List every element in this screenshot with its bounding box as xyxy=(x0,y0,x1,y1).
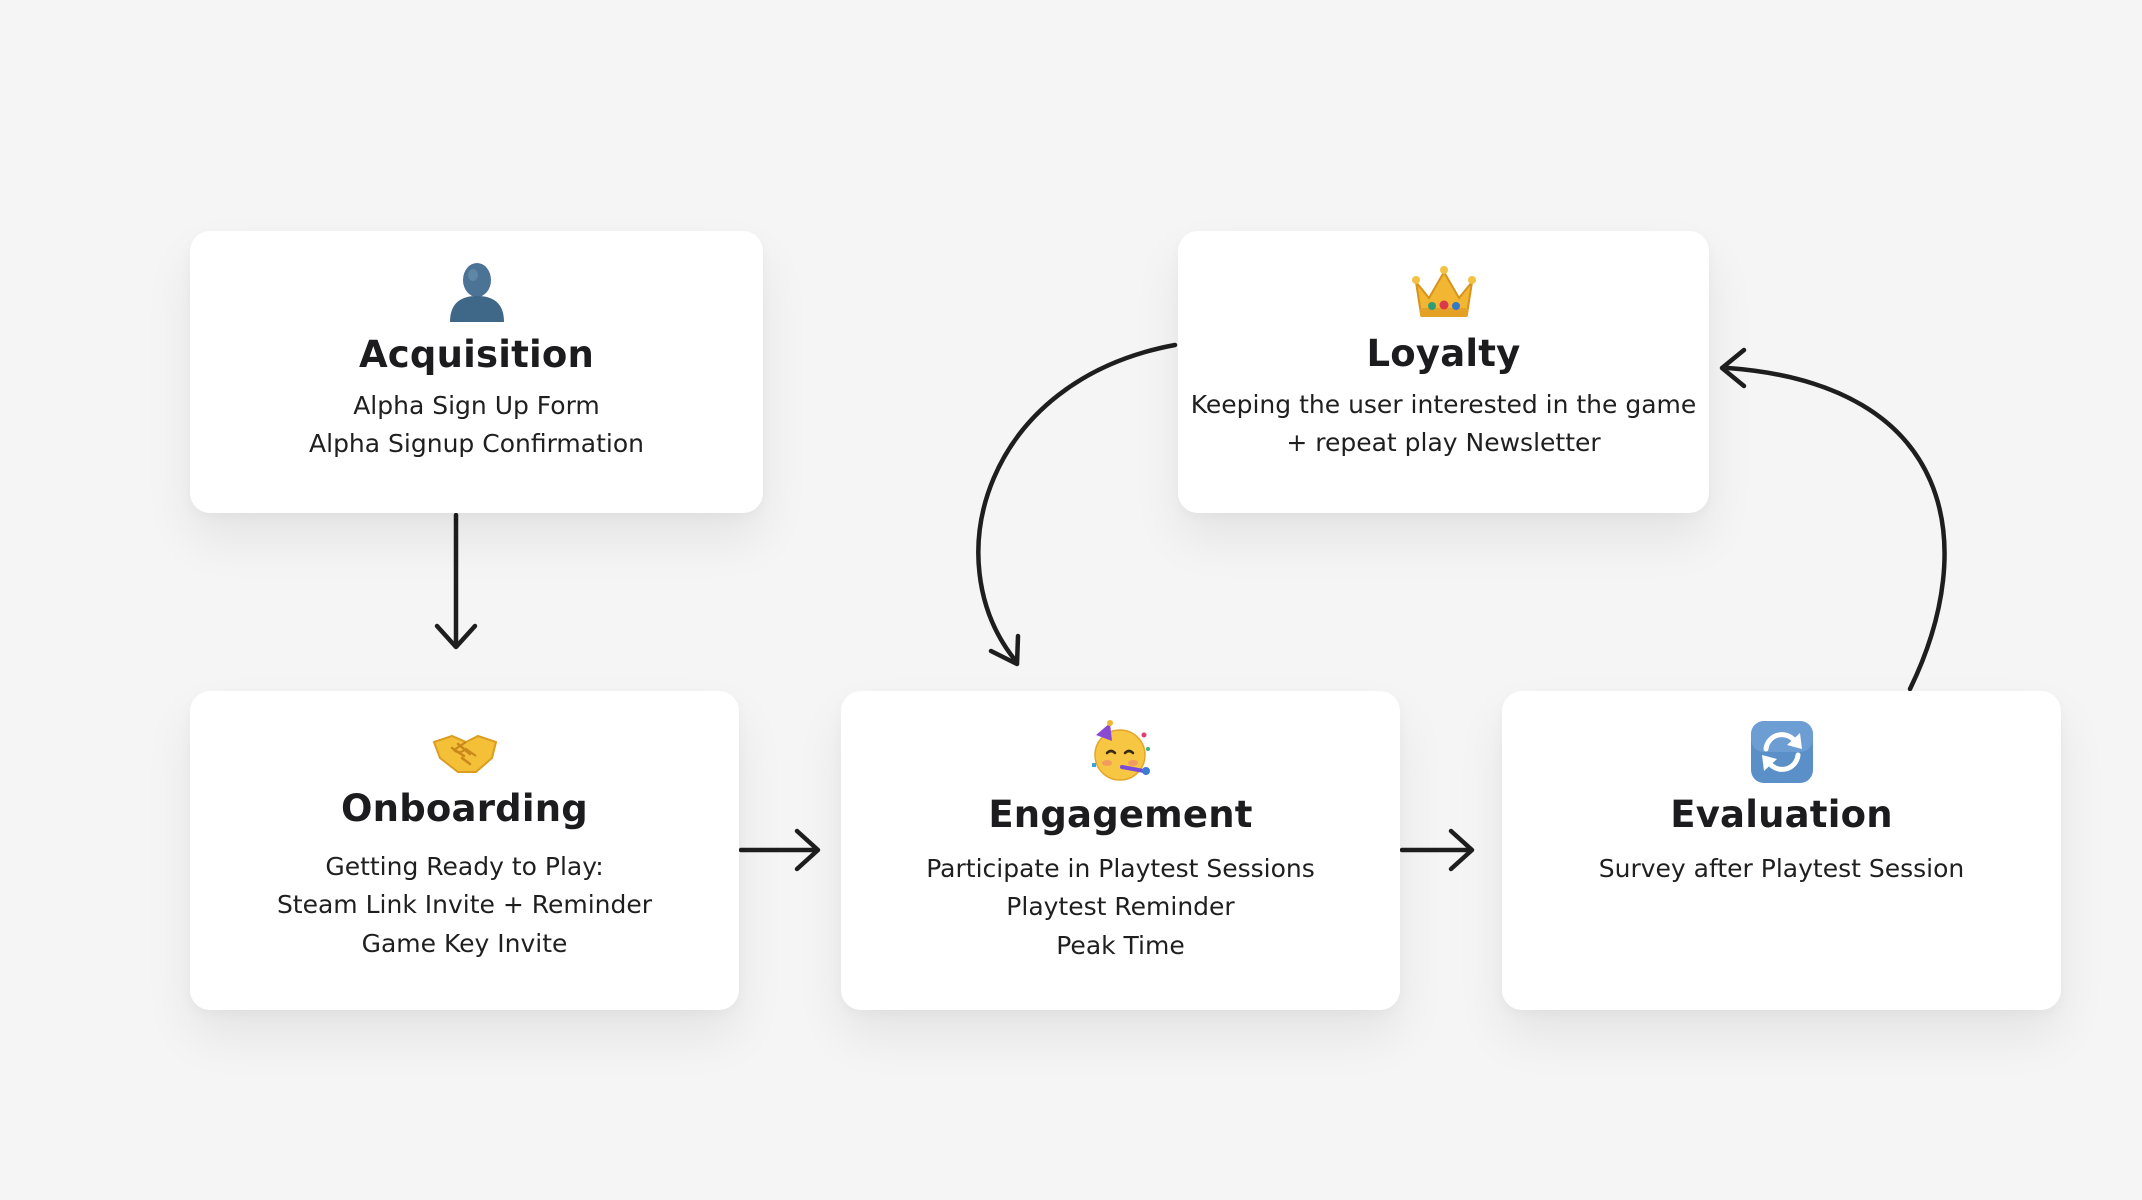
acquisition-title: Acquisition xyxy=(358,333,595,376)
arrow-engagement-to-evaluation xyxy=(1399,828,1475,872)
loyalty-title: Loyalty xyxy=(1366,332,1521,375)
onboarding-line: Game Key Invite xyxy=(361,928,568,958)
engagement-line: Participate in Playtest Sessions xyxy=(926,853,1315,883)
loyalty-line: Keeping the user interested in the game xyxy=(1190,389,1697,419)
crown-icon xyxy=(1411,264,1477,322)
evaluation-title: Evaluation xyxy=(1670,793,1893,836)
engagement-card: Engagement Participate in Playtest Sessi… xyxy=(841,691,1400,1010)
acquisition-line: Alpha Sign Up Form xyxy=(353,390,600,420)
acquisition-card: Acquisition Alpha Sign Up Form Alpha Sig… xyxy=(190,231,763,513)
refresh-arrows-icon xyxy=(1749,719,1815,785)
partying-face-icon xyxy=(1088,719,1154,785)
onboarding-line: Getting Ready to Play: xyxy=(325,851,604,881)
loyalty-line: + repeat play Newsletter xyxy=(1286,428,1601,458)
loyalty-card: Loyalty Keeping the user interested in t… xyxy=(1178,231,1709,513)
arrow-onboarding-to-engagement xyxy=(738,828,821,872)
person-silhouette-icon xyxy=(444,258,510,324)
arrow-evaluation-to-loyalty xyxy=(1719,347,1947,692)
evaluation-card: Evaluation Survey after Playtest Session xyxy=(1502,691,2061,1010)
evaluation-line: Survey after Playtest Session xyxy=(1598,853,1965,883)
onboarding-card: Onboarding Getting Ready to Play: Steam … xyxy=(190,691,739,1010)
onboarding-title: Onboarding xyxy=(341,787,588,830)
engagement-line: Peak Time xyxy=(1056,930,1185,960)
onboarding-line: Steam Link Invite + Reminder xyxy=(276,890,653,920)
arrow-acquisition-to-onboarding xyxy=(434,512,478,650)
engagement-line: Playtest Reminder xyxy=(1006,892,1235,922)
handshake-icon xyxy=(432,724,498,782)
engagement-title: Engagement xyxy=(988,793,1253,836)
arrow-loyalty-to-engagement xyxy=(976,342,1178,667)
acquisition-line: Alpha Signup Confirmation xyxy=(309,429,644,459)
